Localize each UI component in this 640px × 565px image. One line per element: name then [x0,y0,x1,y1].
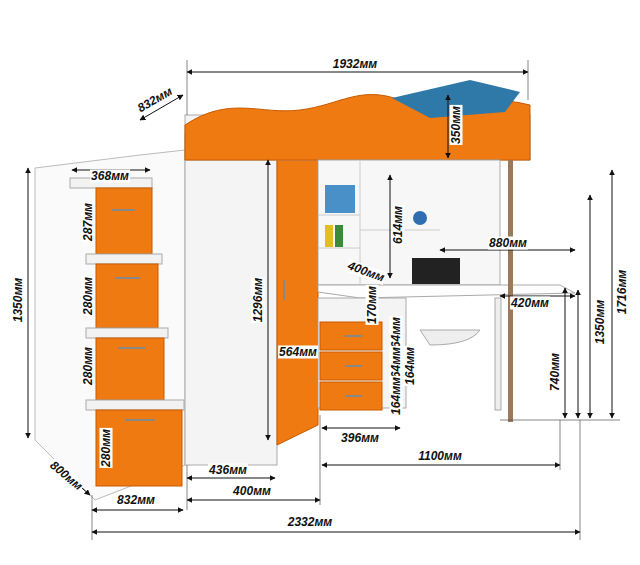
dimension-label: 350мм [450,105,463,145]
dimension-label: 1716мм [616,269,629,315]
dimension-label: 368мм [90,170,130,183]
dimension-label: 164мм [390,376,403,416]
dimension-label: 1350мм [594,299,607,345]
dimension-label: 287мм [82,202,95,242]
dimension-label: 420мм [510,297,550,310]
dimension-label: 1296мм [252,277,265,323]
dimension-label: 396мм [340,432,380,445]
dimension-label: 880мм [488,237,528,250]
dimension-label: 170мм [366,285,379,325]
dimension-label: 564мм [278,346,318,359]
dimension-label: 400мм [232,485,272,498]
dimension-label: 280мм [100,428,113,468]
dimension-label: 1100мм [417,450,463,463]
dimension-label: 1350мм [12,277,25,323]
dimension-label: 436мм [208,464,248,477]
dimension-label: 1932мм [332,58,378,71]
dimension-label: 280мм [82,276,95,316]
dimension-label: 280мм [82,346,95,386]
dimension-label: 614мм [392,205,405,245]
dimension-label: 740мм [549,352,562,392]
dimension-label: 832мм [116,494,156,507]
dimension-label: 164мм [404,346,417,386]
dimension-label: 2332мм [287,516,333,529]
